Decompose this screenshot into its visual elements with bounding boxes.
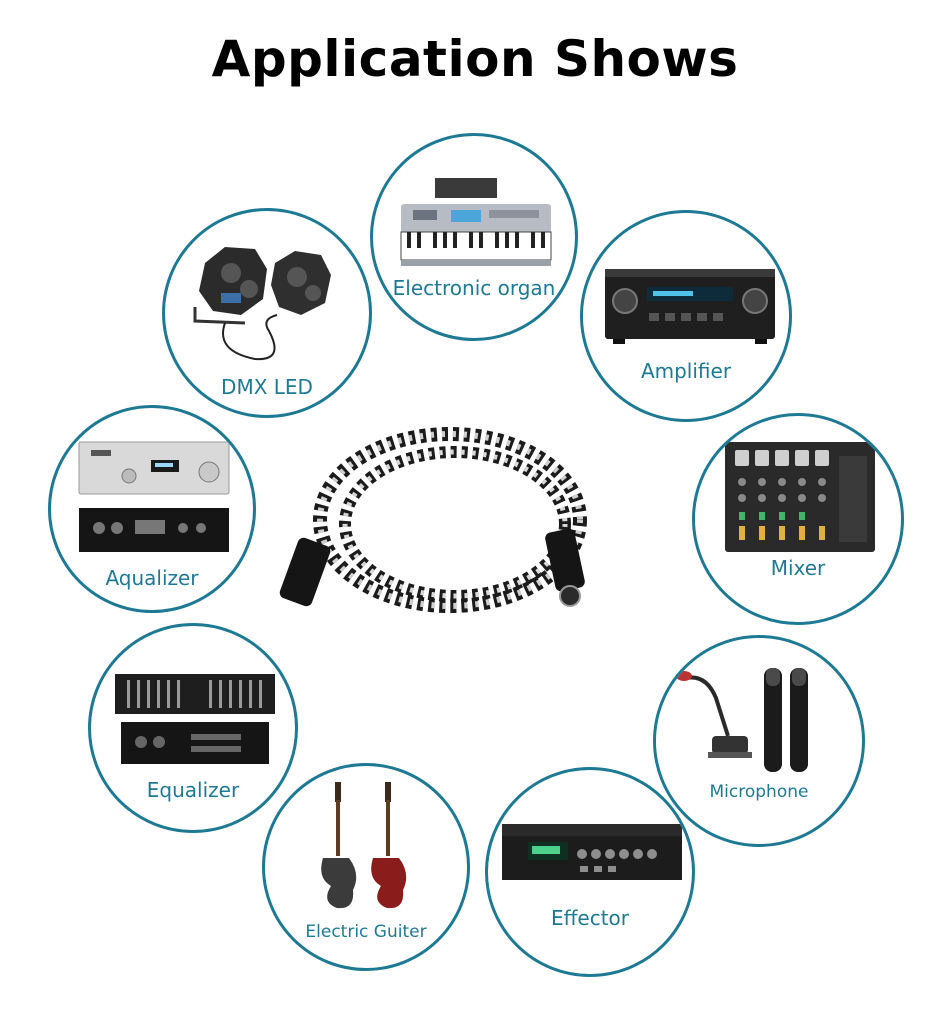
amplifier-icon	[605, 269, 775, 344]
label-mixer: Mixer	[770, 556, 826, 580]
label-amplifier: Amplifier	[640, 359, 732, 383]
label-electric-guiter: Electric Guiter	[305, 922, 427, 942]
circle-microphone: Microphone	[653, 635, 865, 847]
label-electronic-organ: Electronic organ	[392, 276, 556, 300]
stage-light-icon	[193, 247, 331, 361]
keyboard-icon	[400, 178, 552, 266]
label-dmx-led: DMX LED	[221, 375, 313, 399]
circle-aqualizer: Aqualizer	[48, 405, 256, 613]
label-effector: Effector	[550, 906, 630, 930]
circle-effector: Effector	[485, 767, 695, 977]
circle-equalizer: Equalizer	[88, 623, 298, 833]
circle-electric-guiter: Electric Guiter	[262, 763, 470, 971]
xlr-cable-icon	[279, 427, 587, 613]
circle-electronic-organ: Electronic organ	[370, 133, 578, 341]
audio-deck-icon	[78, 441, 230, 552]
label-microphone: Microphone	[709, 782, 809, 802]
label-equalizer: Equalizer	[146, 778, 240, 802]
microphone-icon	[676, 668, 808, 772]
effects-rack-icon	[502, 824, 682, 880]
rack-equalizer-icon	[115, 674, 275, 764]
label-aqualizer: Aqualizer	[105, 566, 199, 590]
circle-mixer: Mixer	[692, 413, 904, 625]
mixer-icon	[725, 442, 875, 552]
circle-dmx-led: DMX LED	[162, 208, 372, 418]
guitar-icon	[321, 782, 407, 909]
page-title: Application Shows	[211, 30, 739, 88]
circle-amplifier: Amplifier	[580, 210, 792, 422]
